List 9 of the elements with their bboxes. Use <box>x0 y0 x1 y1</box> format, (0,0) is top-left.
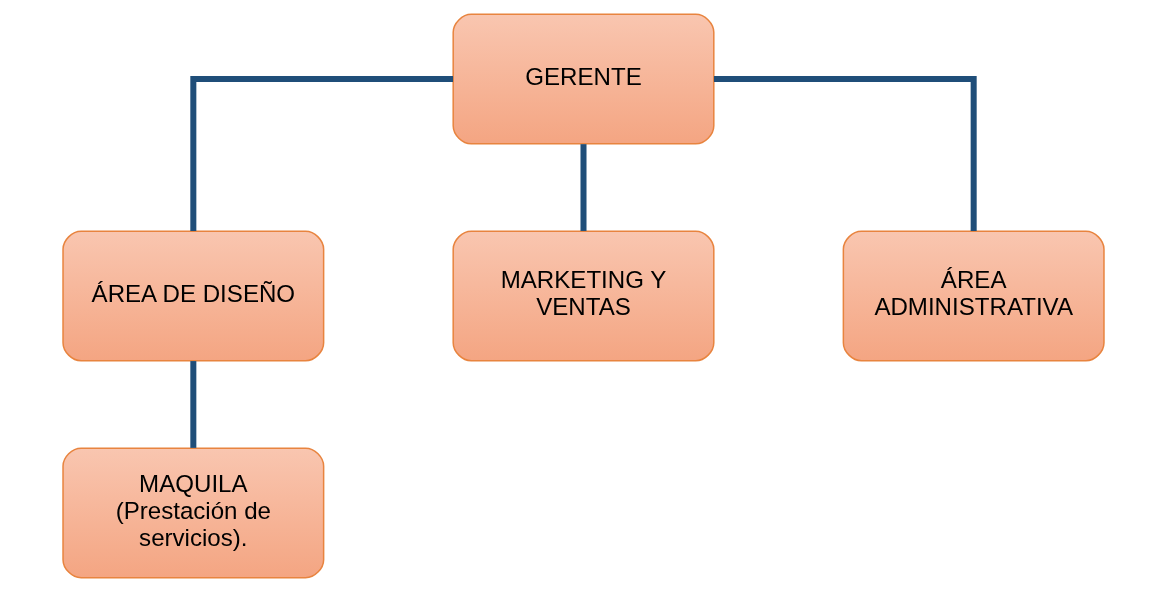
node-box: ÁREA DE DISEÑO <box>61 230 324 362</box>
connector <box>189 76 453 231</box>
node-box: GERENTE <box>451 13 715 145</box>
node-box: ÁREA ADMINISTRATIVA <box>842 230 1105 362</box>
connector <box>580 144 586 231</box>
node-box: MARKETING Y VENTAS <box>451 230 715 362</box>
connector <box>189 361 196 448</box>
node-box: MAQUILA (Prestación de servicios). <box>61 447 324 579</box>
connector <box>713 76 977 231</box>
